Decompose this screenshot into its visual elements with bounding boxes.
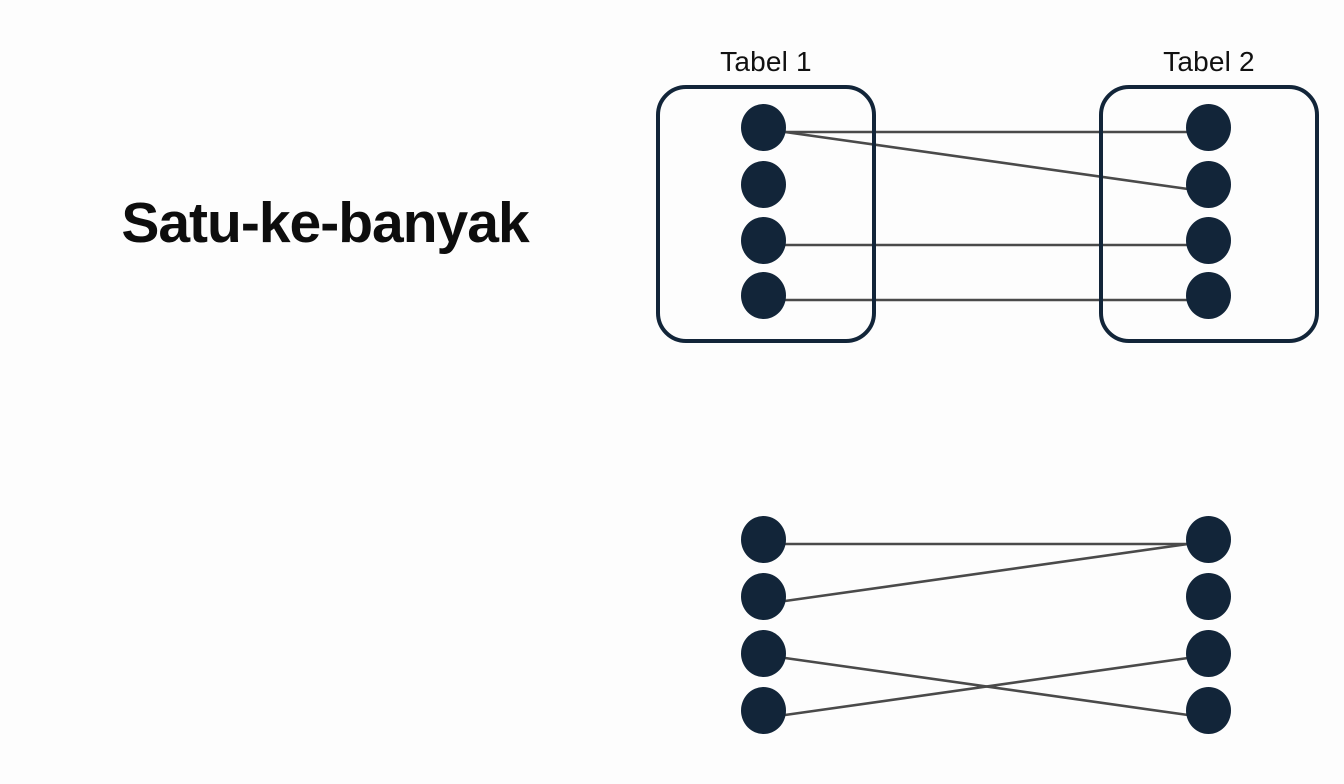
table-title-right-row0: Tabel 2 bbox=[1163, 46, 1255, 77]
record-dot-left-row1-2[interactable] bbox=[741, 573, 786, 620]
relationship-row-many-to-one: Banyak-ke-satu Tabel 1 Tabel 2 bbox=[0, 410, 1344, 784]
table-box-left-row0[interactable] bbox=[656, 85, 876, 343]
record-dot-left-row1-3[interactable] bbox=[741, 630, 786, 677]
record-dot-left-row1-4[interactable] bbox=[741, 687, 786, 734]
relationship-row-one-to-many: Satu-ke-banyak Tabel 1 Tabel 2 bbox=[121, 46, 1319, 343]
record-dot-right-row1-3[interactable] bbox=[1186, 630, 1231, 677]
record-dot-right-row0-1[interactable] bbox=[1186, 104, 1231, 151]
table-title-left-row0: Tabel 1 bbox=[720, 46, 812, 77]
record-dot-left-row0-4[interactable] bbox=[741, 272, 786, 319]
record-dot-right-row0-2[interactable] bbox=[1186, 161, 1231, 208]
record-dot-left-row1-1[interactable] bbox=[741, 516, 786, 563]
record-dot-left-row0-1[interactable] bbox=[741, 104, 786, 151]
record-dot-right-row0-3[interactable] bbox=[1186, 217, 1231, 264]
relationship-caption-one-to-many: Satu-ke-banyak bbox=[121, 191, 529, 255]
record-dot-left-row0-3[interactable] bbox=[741, 217, 786, 264]
table-box-right-row0[interactable] bbox=[1099, 85, 1319, 343]
record-dot-left-row0-2[interactable] bbox=[741, 161, 786, 208]
record-dot-right-row1-4[interactable] bbox=[1186, 687, 1231, 734]
record-dot-right-row1-2[interactable] bbox=[1186, 573, 1231, 620]
record-dot-right-row0-4[interactable] bbox=[1186, 272, 1231, 319]
record-dot-right-row1-1[interactable] bbox=[1186, 516, 1231, 563]
